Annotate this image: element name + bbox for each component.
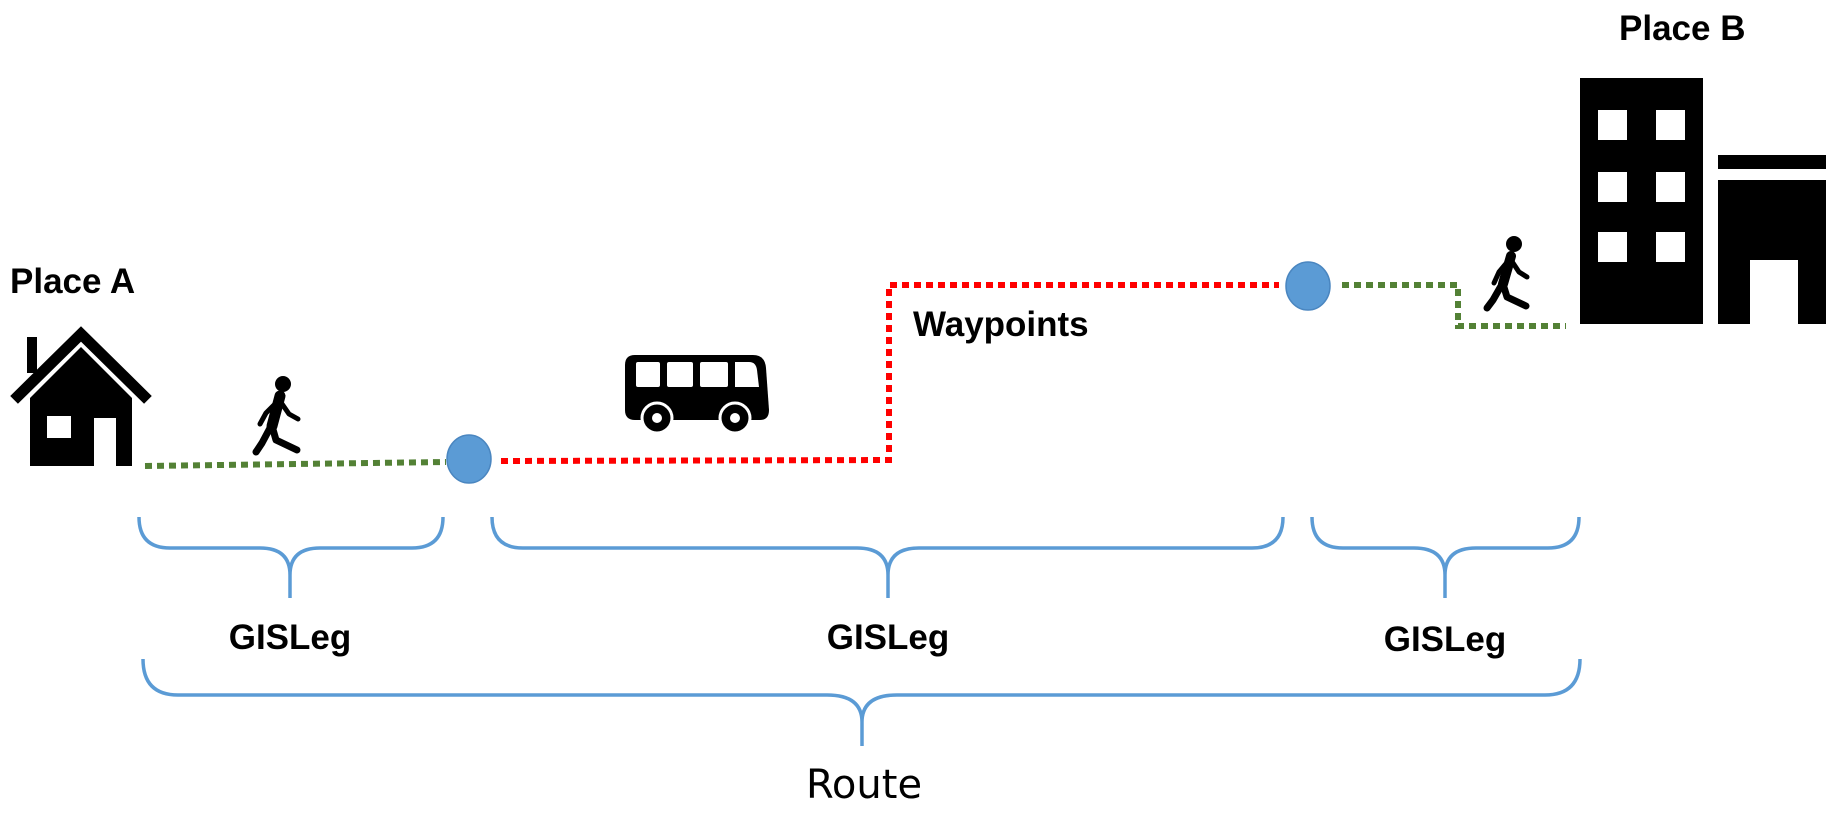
bus-segment xyxy=(500,282,1279,464)
route-brace xyxy=(141,658,1582,746)
leg-brace xyxy=(137,516,445,598)
leg-label: GISLeg xyxy=(827,618,950,657)
leg-label: GISLeg xyxy=(1384,620,1507,659)
place-b-label: Place B xyxy=(1619,9,1745,48)
walking-person-icon xyxy=(252,376,301,456)
leg-brace xyxy=(490,516,1285,598)
walking-person-icon xyxy=(1483,236,1530,312)
walk-segment-end xyxy=(1342,282,1566,329)
walk-segment-start xyxy=(144,459,447,469)
leg-label: GISLeg xyxy=(229,618,352,657)
waypoint-node xyxy=(1285,261,1331,311)
office-building-icon xyxy=(1580,78,1826,324)
route-label: Route xyxy=(806,762,922,808)
bus-icon xyxy=(625,355,769,435)
leg-brace xyxy=(1310,516,1581,598)
place-a-label: Place A xyxy=(10,262,135,301)
house-icon xyxy=(10,326,152,466)
waypoint-node xyxy=(446,434,492,484)
waypoints-label: Waypoints xyxy=(913,305,1089,344)
